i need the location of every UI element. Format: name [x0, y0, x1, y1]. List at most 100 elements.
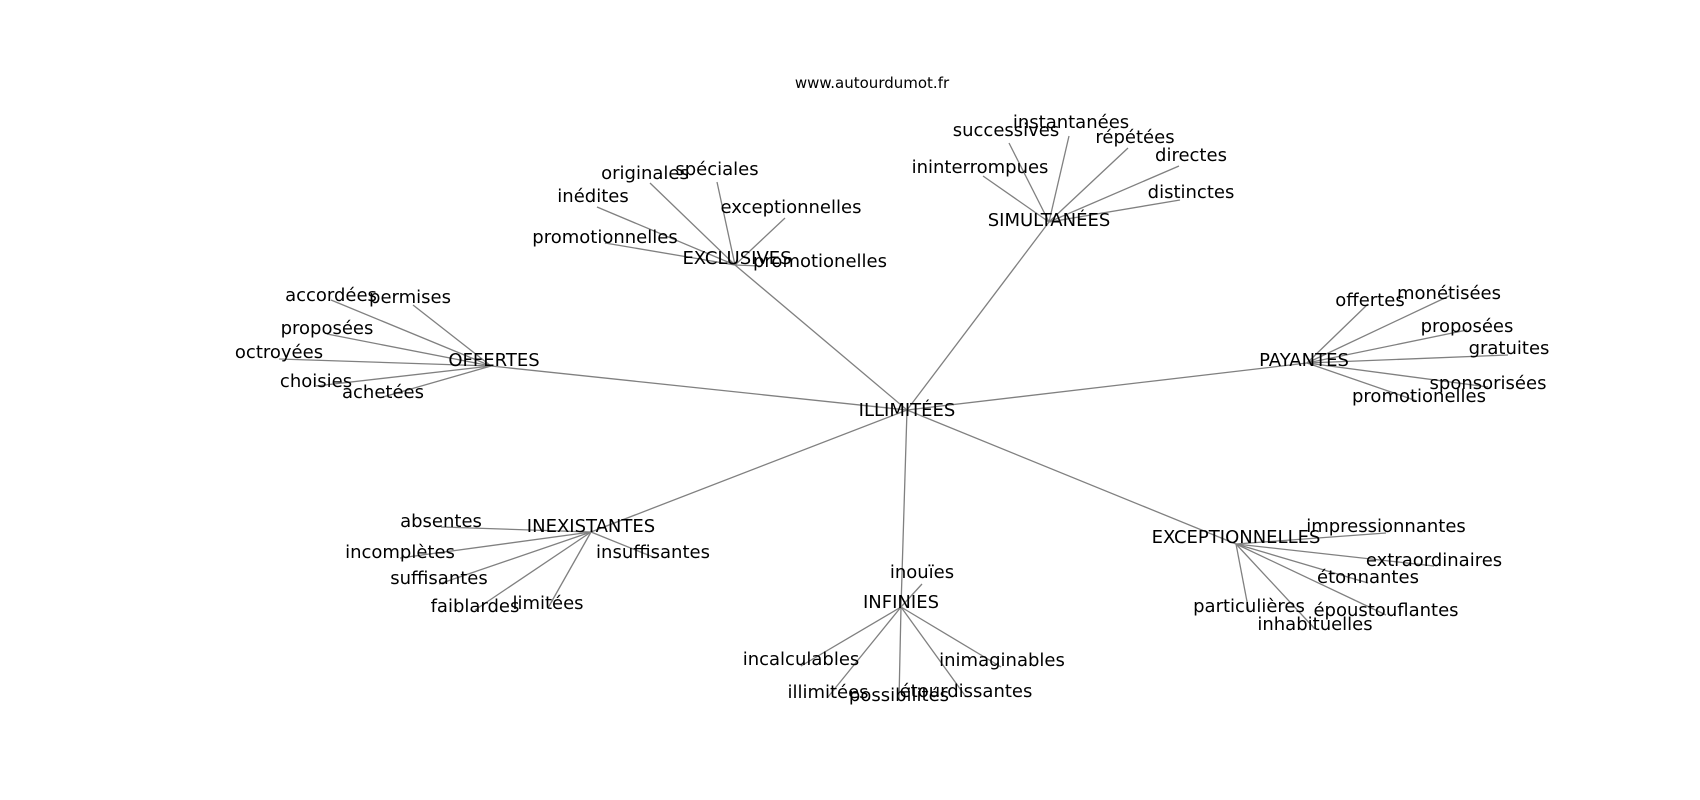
word-node-label-g3-5[interactable]: achetées — [342, 382, 424, 403]
word-node-label-g1-3[interactable]: exceptionnelles — [721, 197, 862, 218]
word-node-label-g1-5[interactable]: promotionelles — [753, 251, 887, 272]
edge-g7-word-1 — [1235, 543, 1435, 567]
word-node-label-g1-0[interactable]: originales — [601, 163, 689, 184]
edge-g6-word-5 — [900, 606, 967, 698]
word-node-label-g6-3[interactable]: illimitées — [787, 682, 868, 703]
edge-center-to-g7 — [906, 409, 1237, 545]
word-node-label-g4-1[interactable]: monétisées — [1397, 283, 1501, 304]
word-node-label-g5-0[interactable]: absentes — [400, 511, 482, 532]
word-node-label-g5-2[interactable]: insuffisantes — [596, 542, 710, 563]
word-node-label-g1-2[interactable]: inédites — [557, 186, 628, 207]
edge-g2-word-4 — [982, 175, 1050, 223]
word-node-label-g2-2[interactable]: répétées — [1095, 127, 1174, 148]
group-node-label-g4[interactable]: PAYANTES — [1259, 350, 1349, 371]
word-node-label-g5-4[interactable]: faiblardes — [431, 596, 520, 617]
group-node-label-g6[interactable]: INFINIES — [863, 592, 939, 613]
word-node-label-g5-1[interactable]: incomplètes — [345, 542, 455, 563]
word-node-label-g7-4[interactable]: époustouflantes — [1313, 600, 1458, 621]
group-node-label-g2[interactable]: SIMULTANÉES — [988, 209, 1111, 231]
edge-g6-word-1 — [800, 606, 902, 667]
edge-g2-word-1 — [1008, 142, 1050, 223]
word-node-label-g4-5[interactable]: promotionelles — [1352, 386, 1486, 407]
word-node-label-g3-4[interactable]: choisies — [280, 371, 352, 392]
word-node-label-g7-0[interactable]: impressionnantes — [1306, 516, 1466, 537]
edge-g3-word-1 — [412, 304, 492, 367]
edge-g1-word-4 — [604, 242, 736, 266]
edge-center-to-g5 — [590, 409, 908, 533]
edge-g2-word-5 — [1048, 199, 1181, 223]
edge-g5-word-0 — [440, 526, 592, 533]
edge-center-to-g3 — [490, 365, 908, 411]
edge-center-to-g4 — [906, 362, 1308, 411]
word-node-label-g2-4[interactable]: ininterrompues — [912, 157, 1049, 178]
word-node-label-g7-5[interactable]: inhabituelles — [1257, 614, 1372, 635]
word-node-label-g2-0[interactable]: instantanées — [1013, 112, 1129, 133]
group-node-label-g7[interactable]: EXCEPTIONNELLES — [1152, 527, 1321, 548]
group-node-label-g5[interactable]: INEXISTANTES — [527, 516, 655, 537]
edge-g5-word-4 — [474, 531, 592, 611]
word-node-label-g2-3[interactable]: directes — [1155, 145, 1227, 166]
edge-g7-word-0 — [1235, 532, 1387, 545]
edge-g3-word-3 — [278, 358, 492, 367]
word-node-label-g1-4[interactable]: promotionnelles — [532, 227, 677, 248]
edge-g4-word-0 — [1306, 303, 1369, 364]
edge-g2-word-3 — [1048, 165, 1180, 223]
edge-g6-word-3 — [827, 606, 902, 698]
edge-g3-word-5 — [382, 365, 492, 398]
edge-center-to-g2 — [906, 221, 1050, 411]
edge-g1-word-1 — [716, 181, 736, 266]
word-node-label-g4-0[interactable]: offertes — [1335, 290, 1404, 311]
edge-g7-word-2 — [1235, 543, 1369, 584]
word-node-label-g4-4[interactable]: sponsorisées — [1430, 373, 1547, 394]
edge-g4-word-2 — [1306, 329, 1468, 364]
edge-g4-word-4 — [1306, 362, 1489, 388]
edge-g1-word-2 — [596, 206, 736, 266]
word-node-label-g6-2[interactable]: inimaginables — [939, 650, 1065, 671]
edge-g4-word-1 — [1306, 295, 1450, 364]
word-node-label-g6-0[interactable]: inouïes — [890, 562, 954, 583]
word-node-label-g3-1[interactable]: permises — [369, 287, 451, 308]
center-node-label[interactable]: ILLIMITÉES — [859, 399, 956, 421]
word-node-label-g3-2[interactable]: proposées — [281, 318, 374, 339]
word-node-label-g6-4[interactable]: possibilités — [849, 685, 949, 706]
edge-g5-word-3 — [438, 531, 592, 585]
edge-g7-word-5 — [1235, 543, 1316, 630]
edge-center-to-g6 — [900, 409, 908, 608]
word-node-label-g4-2[interactable]: proposées — [1421, 316, 1514, 337]
site-title[interactable]: www.autourdumot.fr — [795, 74, 950, 92]
word-node-label-g1-1[interactable]: spéciales — [675, 159, 758, 180]
word-node-label-g5-3[interactable]: suffisantes — [390, 568, 488, 589]
group-node-label-g3[interactable]: OFFERTES — [448, 350, 539, 371]
word-node-label-g2-1[interactable]: successives — [953, 120, 1060, 141]
word-node-label-g3-0[interactable]: accordées — [285, 285, 377, 306]
edge-g1-word-5 — [734, 264, 761, 267]
word-node-label-g7-1[interactable]: extraordinaires — [1366, 550, 1502, 571]
word-node-label-g3-3[interactable]: octroyées — [235, 342, 323, 363]
edge-g1-word-0 — [649, 182, 736, 266]
edge-g6-word-2 — [900, 606, 1002, 668]
edge-g3-word-4 — [315, 365, 492, 387]
edge-g6-word-0 — [900, 583, 923, 608]
word-node-label-g7-2[interactable]: étonnantes — [1317, 567, 1419, 588]
edge-g3-word-2 — [326, 333, 492, 367]
word-node-label-g4-3[interactable]: gratuites — [1469, 338, 1550, 359]
edge-center-to-g1 — [734, 264, 908, 411]
edge-g3-word-0 — [330, 299, 492, 367]
edge-g5-word-1 — [399, 531, 592, 559]
word-node-label-g2-5[interactable]: distinctes — [1148, 182, 1235, 203]
edge-g1-word-3 — [734, 217, 786, 266]
word-node-label-g7-3[interactable]: particulières — [1193, 596, 1305, 617]
edge-g5-word-5 — [547, 531, 592, 609]
word-node-label-g5-5[interactable]: limitées — [512, 593, 583, 614]
word-node-label-g6-5[interactable]: étourdissantes — [900, 681, 1033, 702]
edge-layer — [278, 135, 1509, 701]
group-node-label-g1[interactable]: EXCLUSIVES — [682, 248, 791, 269]
edge-g4-word-5 — [1306, 362, 1418, 402]
edge-g5-word-2 — [590, 531, 654, 558]
edge-g6-word-4 — [898, 606, 902, 701]
edge-g7-word-4 — [1235, 543, 1387, 616]
word-node-label-g6-1[interactable]: incalculables — [743, 649, 860, 670]
